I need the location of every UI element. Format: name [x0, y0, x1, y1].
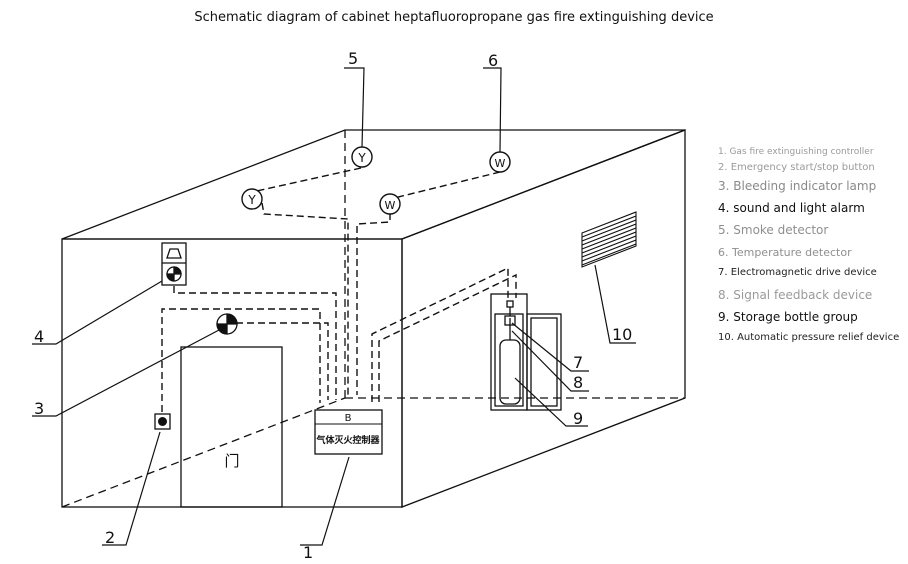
- legend-item-3: 3. Bleeding indicator lamp: [718, 178, 877, 193]
- signal-feedback: [506, 300, 514, 308]
- legend-item-2: 2. Emergency start/stop button: [718, 162, 875, 174]
- emergency-button: [154, 413, 171, 430]
- sound-light-alarm: [161, 242, 187, 286]
- legend-item-10: 10. Automatic pressure relief device: [718, 331, 900, 343]
- smoke-detector-2: Y: [241, 188, 263, 210]
- callout-7: 7: [573, 353, 583, 372]
- leader-9: [514, 377, 588, 427]
- callout-1: 1: [303, 543, 313, 562]
- cabinet-left: [490, 293, 528, 411]
- callout-10: 10: [612, 325, 632, 344]
- hidden-edge-diagonal: [61, 397, 346, 508]
- cabinet-left-inner: [494, 313, 524, 407]
- smoke-detector-symbol: Y: [357, 151, 366, 165]
- legend-item-9: 9. Storage bottle group: [718, 310, 858, 325]
- legend: 1. Gas fire extinguishing controller 2. …: [718, 147, 904, 349]
- callout-2: 2: [105, 528, 115, 547]
- leader-1: [300, 456, 350, 546]
- leader-7: [511, 322, 589, 372]
- legend-item-7: 7. Electromagnetic drive device: [718, 267, 877, 279]
- legend-item-5: 5. Smoke detector: [718, 223, 829, 238]
- storage-bottle: [499, 339, 521, 405]
- smoke-detector-1: Y: [351, 146, 373, 168]
- callout-8: 8: [573, 373, 583, 392]
- wiring: [161, 167, 517, 412]
- temperature-detector-symbol: W: [385, 199, 396, 212]
- leader-6: [483, 67, 502, 153]
- leader-5: [344, 67, 365, 148]
- temperature-detector-2: W: [379, 193, 401, 215]
- callout-numbers: 1 2 3 4 5 6 7 8 9 10: [34, 49, 632, 562]
- callout-4: 4: [34, 327, 44, 346]
- temperature-detector-symbol: W: [495, 157, 506, 170]
- door: 门: [180, 346, 283, 508]
- callout-3: 3: [34, 399, 44, 418]
- leader-2: [102, 431, 161, 546]
- legend-item-8: 8. Signal feedback device: [718, 287, 873, 302]
- legend-item-6: 6. Temperature detector: [718, 245, 852, 259]
- legend-item-1: 1. Gas fire extinguishing controller: [718, 147, 874, 157]
- bleeding-indicator-lamp: [216, 313, 238, 335]
- diagram-title: Schematic diagram of cabinet heptafluoro…: [194, 10, 714, 25]
- leader-8: [511, 330, 589, 392]
- legend-item-4: 4. sound and light alarm: [718, 200, 865, 215]
- cabinet-right-inner: [530, 317, 558, 407]
- temperature-detector-1: W: [489, 151, 511, 173]
- leader-4: [32, 280, 163, 345]
- callout-9: 9: [573, 409, 583, 428]
- door-label: 门: [224, 452, 239, 470]
- leader-3: [32, 329, 220, 417]
- storage-cabinet: [490, 293, 562, 411]
- controller-top-label: B: [345, 413, 352, 424]
- cabinet-right: [526, 313, 562, 411]
- leader-lines: [32, 67, 636, 546]
- fire-controller: B 气体灭火控制器: [314, 409, 383, 455]
- callout-6: 6: [488, 51, 498, 70]
- pressure-relief-vent: [581, 211, 637, 268]
- controller-label: 气体灭火控制器: [315, 434, 380, 446]
- callout-5: 5: [348, 49, 358, 68]
- leader-10: [594, 264, 636, 344]
- smoke-detector-symbol: Y: [247, 193, 256, 207]
